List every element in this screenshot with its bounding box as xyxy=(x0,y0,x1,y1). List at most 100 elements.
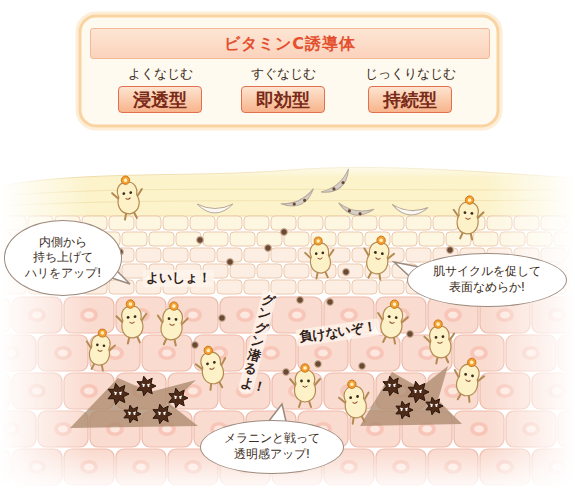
melanin-particle xyxy=(137,376,156,395)
melanin-dot xyxy=(283,369,290,376)
character-shout: グングン潜るよ！ xyxy=(238,290,278,395)
vitamin-c-character xyxy=(451,195,485,241)
melanin-particle xyxy=(388,384,396,385)
info-panel xyxy=(80,16,498,126)
skin-cells xyxy=(325,280,350,294)
vitamin-c-character xyxy=(168,317,171,320)
vitamin-c-character xyxy=(379,305,404,340)
character-shout: 負けないぞ！ xyxy=(295,318,381,346)
vitamin-c-character xyxy=(456,201,480,235)
skin-cells xyxy=(288,308,306,322)
skin-cells xyxy=(298,280,323,294)
vitamin-c-character xyxy=(449,355,487,403)
melanin-particle xyxy=(383,376,402,395)
skin-cells xyxy=(142,335,192,371)
skin-flakes xyxy=(303,198,307,202)
character-shout: よいしょ！ xyxy=(143,270,214,287)
skin-cells xyxy=(338,264,363,278)
vitamin-c-character xyxy=(356,395,359,398)
melanin-particle xyxy=(400,408,408,409)
vitamin-c-character xyxy=(471,374,474,377)
vitamin-c-character xyxy=(470,212,473,215)
skin-cells xyxy=(352,216,377,230)
melanin-particle xyxy=(415,391,417,393)
vitamin-c-character xyxy=(438,342,443,344)
skin-flakes xyxy=(197,204,233,213)
skin-cells xyxy=(122,232,147,246)
skin-flakes xyxy=(332,187,337,192)
vitamin-c-character xyxy=(316,239,320,243)
vitamin-c-character xyxy=(295,370,316,402)
skin-cells xyxy=(257,264,282,278)
skin-flakes xyxy=(197,204,233,213)
skin-flakes xyxy=(321,169,354,199)
skin-flakes xyxy=(281,189,317,212)
melanin-particle xyxy=(134,413,136,415)
melanin-particle xyxy=(394,385,396,387)
vitamin-c-character xyxy=(365,240,391,275)
melanin-particle xyxy=(396,401,413,419)
melanin-particle xyxy=(143,385,145,387)
vitamin-c-character xyxy=(126,300,135,309)
melanin-particle xyxy=(414,390,422,391)
skin-flakes xyxy=(358,212,362,216)
skin-cells xyxy=(217,216,242,230)
melanin-particle xyxy=(114,392,122,393)
melanin-dot xyxy=(297,297,304,304)
vitamin-c-character xyxy=(98,329,107,338)
vitamin-c-character xyxy=(381,252,384,255)
melanin-particle xyxy=(108,383,129,404)
skin-cells xyxy=(444,308,462,322)
type-name: 持続型 xyxy=(368,86,452,114)
skin-cells xyxy=(203,232,228,246)
melanin-particle xyxy=(128,412,136,413)
skin-cells xyxy=(188,312,198,319)
skin-cells xyxy=(230,264,255,278)
vitamin-c-character xyxy=(115,181,140,216)
bubble-text: 肌サイクルを促して 表面なめらか! xyxy=(431,264,543,295)
skin-cells xyxy=(422,426,432,433)
vitamin-c-character xyxy=(210,367,215,369)
skin-cells xyxy=(240,312,250,319)
skin-cells xyxy=(257,232,282,246)
skin-cells xyxy=(292,312,302,319)
melanin-particle xyxy=(436,405,438,407)
vitamin-c-character xyxy=(83,327,117,372)
melanin-particle xyxy=(420,391,422,393)
vitamin-c-character xyxy=(464,373,467,376)
melanin-particle xyxy=(408,381,429,402)
vitamin-c-character xyxy=(303,366,307,370)
skin-flakes xyxy=(337,203,374,218)
melanin-dot xyxy=(192,342,199,349)
type-badge: よくなじむ浸透型 xyxy=(118,66,202,113)
melanin-dot xyxy=(265,245,272,252)
vitamin-c-character xyxy=(428,325,452,359)
melanin-dot xyxy=(359,363,366,370)
melanin-particle xyxy=(389,385,391,387)
melanin-particle xyxy=(430,404,438,405)
skin-cells xyxy=(266,350,276,357)
skin-flakes xyxy=(321,169,354,199)
skin-flakes xyxy=(391,204,428,216)
melanin-particle xyxy=(426,397,443,415)
melanin-particle xyxy=(120,393,122,395)
vitamin-c-character xyxy=(375,258,380,260)
vitamin-c-character xyxy=(301,364,309,372)
melanin-particle xyxy=(383,376,402,395)
vitamin-c-character xyxy=(468,198,472,202)
skin-cells xyxy=(284,232,309,246)
skin-cells xyxy=(406,216,431,230)
melanin-particle xyxy=(169,388,188,407)
vitamin-c-character xyxy=(467,357,477,367)
vitamin-c-character xyxy=(336,378,373,426)
melanin-particle xyxy=(396,401,413,419)
type-badge: じっくりなじむ持続型 xyxy=(365,66,456,113)
vitamin-c-character xyxy=(127,316,130,319)
melanin-particle xyxy=(174,396,182,397)
vitamin-c-character xyxy=(206,348,210,352)
vitamin-c-character xyxy=(390,299,399,308)
vitamin-c-character xyxy=(463,211,466,214)
skin-cells xyxy=(190,248,215,262)
melanin-particle xyxy=(137,376,156,395)
